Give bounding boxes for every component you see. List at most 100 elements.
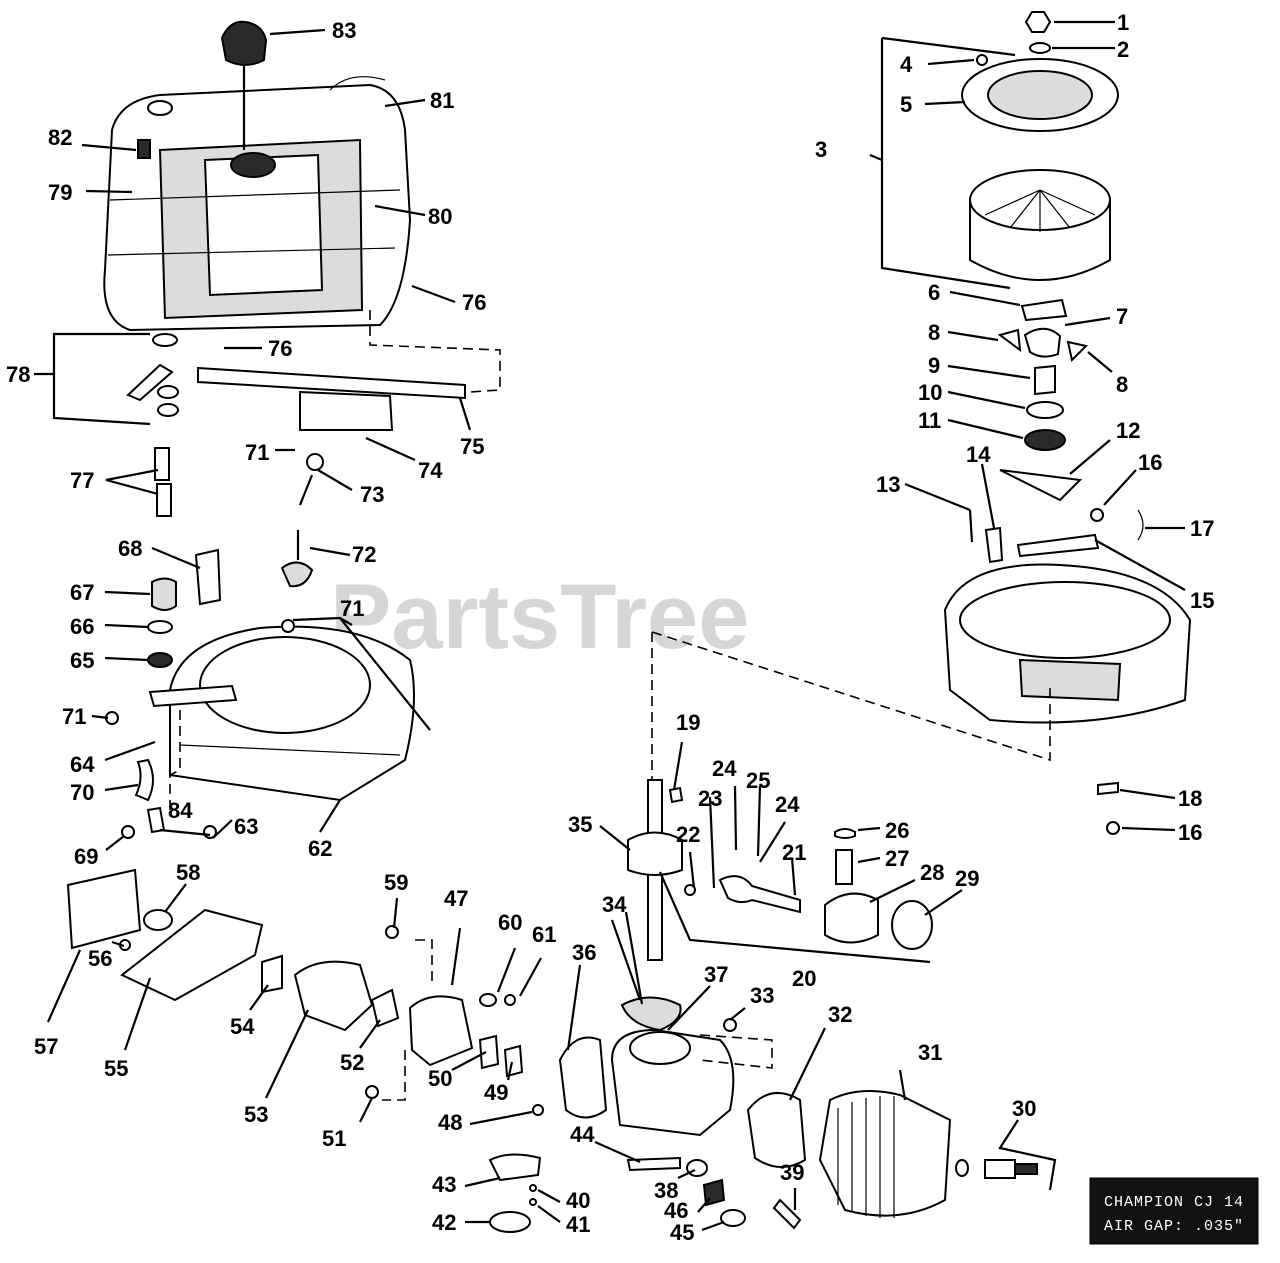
callout-9: 9: [928, 353, 940, 378]
cylinder[interactable]: [818, 1090, 952, 1218]
callout-52: 52: [340, 1050, 364, 1075]
callout-50: 50: [428, 1066, 452, 1091]
callout-51: 51: [322, 1126, 346, 1151]
callout-16a: 16: [1138, 450, 1162, 475]
clip-84: [146, 806, 166, 834]
bearing-11: [1024, 429, 1066, 451]
piston-rings[interactable]: [891, 900, 933, 950]
callout-64: 64: [70, 752, 95, 777]
screw-51: [365, 1085, 379, 1099]
callout-67: 67: [70, 580, 94, 605]
assembly-lines: [169, 310, 1051, 1101]
tank-clip: [137, 139, 151, 159]
callout-2: 2: [1117, 37, 1129, 62]
callout-29: 29: [955, 866, 979, 891]
pawl-8a: [997, 328, 1022, 353]
bracket-15: [1016, 533, 1100, 558]
leader-lines: [34, 20, 1186, 1232]
connecting-rod[interactable]: [718, 875, 801, 914]
gasket-44: [626, 1156, 681, 1172]
callout-77: 77: [70, 468, 94, 493]
reed-valve-plate[interactable]: [408, 995, 474, 1067]
air-filter-57[interactable]: [66, 868, 142, 950]
callout-27: 27: [885, 846, 909, 871]
callout-41: 41: [566, 1212, 590, 1237]
fuel-cap[interactable]: [220, 20, 268, 66]
callout-10: 10: [918, 380, 942, 405]
callout-7: 7: [1116, 304, 1128, 329]
callout-21: 21: [782, 840, 806, 865]
brake-12: [999, 469, 1083, 502]
callout-32: 32: [828, 1002, 852, 1027]
callout-20: 20: [792, 966, 816, 991]
gasket-36: [558, 1036, 608, 1119]
callout-49: 49: [484, 1080, 508, 1105]
callout-4: 4: [900, 52, 913, 77]
callout-16b: 16: [1178, 820, 1202, 845]
crankshaft[interactable]: [627, 779, 683, 961]
callout-76b: 76: [268, 336, 292, 361]
screw-16a: [1090, 508, 1104, 522]
callout-84: 84: [168, 798, 193, 823]
callout-35: 35: [568, 812, 592, 837]
tank-bracket[interactable]: [197, 366, 466, 431]
tank-vent: [147, 100, 173, 116]
callout-43: 43: [432, 1172, 456, 1197]
magneto-base[interactable]: [943, 563, 1192, 724]
stop-49: [503, 1044, 524, 1078]
callout-53: 53: [244, 1102, 268, 1127]
shutoff-lever[interactable]: [126, 333, 179, 417]
callout-19: 19: [676, 710, 700, 735]
callout-34: 34: [602, 892, 627, 917]
callout-48: 48: [438, 1110, 462, 1135]
callout-22: 22: [676, 822, 700, 847]
rotating-screen[interactable]: [961, 58, 1119, 132]
callout-72: 72: [352, 542, 376, 567]
gasket-52: [370, 988, 400, 1028]
callout-31: 31: [918, 1040, 942, 1065]
callout-6: 6: [928, 280, 940, 305]
callout-26: 26: [885, 818, 909, 843]
callout-44: 44: [570, 1122, 595, 1147]
callout-8b: 8: [1116, 372, 1128, 397]
fuel-tank[interactable]: [103, 76, 412, 332]
screw-33: [723, 1018, 737, 1032]
bearing-38: [686, 1159, 708, 1177]
callout-79: 79: [48, 180, 72, 205]
knob-67[interactable]: [151, 577, 177, 611]
piston[interactable]: [824, 892, 879, 944]
fuel-line-upper: [154, 447, 170, 481]
air-cleaner-body[interactable]: [120, 908, 264, 1002]
callout-71a: 71: [62, 704, 86, 729]
callout-24b: 24: [775, 792, 800, 817]
washer-30: [955, 1159, 969, 1177]
callout-46: 46: [664, 1198, 688, 1223]
gasket-58: [143, 909, 173, 931]
callout-63: 63: [234, 814, 258, 839]
callout-60: 60: [498, 910, 522, 935]
washer-65: [147, 652, 173, 668]
callout-65: 65: [70, 648, 94, 673]
callout-69: 69: [74, 844, 98, 869]
flywheel[interactable]: [969, 169, 1111, 281]
throttle-bracket[interactable]: [148, 548, 238, 708]
callout-68: 68: [118, 536, 142, 561]
blower-housing[interactable]: [169, 625, 415, 802]
callout-36: 36: [572, 940, 596, 965]
choke-rod[interactable]: [280, 453, 324, 588]
clip-18: [1097, 781, 1119, 796]
callout-71c: 71: [245, 440, 269, 465]
screw-22: [684, 884, 696, 896]
gasket-34: [620, 996, 682, 1032]
key-19: [668, 786, 684, 804]
carburetor[interactable]: [293, 960, 374, 1032]
callout-25: 25: [746, 768, 770, 793]
callout-71b: 71: [340, 596, 364, 621]
hose-70: [134, 758, 154, 802]
callout-61: 61: [532, 922, 556, 947]
spark-plug[interactable]: [984, 1159, 1038, 1179]
callout-33: 33: [750, 983, 774, 1008]
callout-74: 74: [418, 458, 443, 483]
crankcase[interactable]: [610, 1028, 735, 1137]
seal-42: [489, 1211, 531, 1233]
